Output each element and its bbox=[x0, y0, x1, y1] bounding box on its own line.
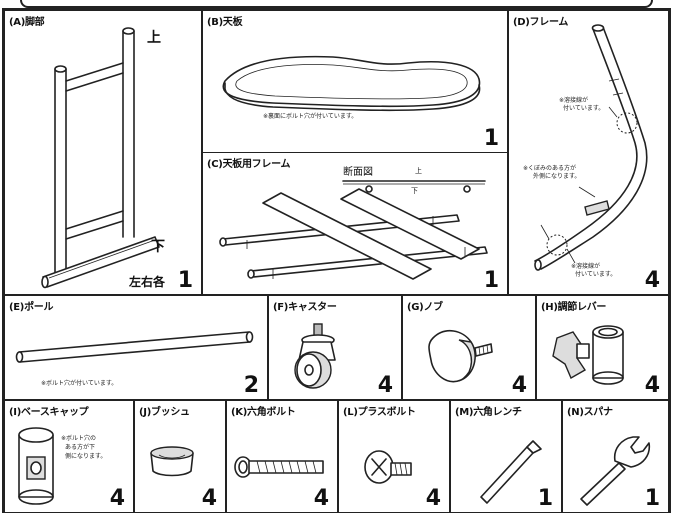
bent-frame-pipe-icon bbox=[534, 24, 648, 271]
part-b-label: (B)天板 bbox=[207, 17, 243, 28]
part-m-hex-wrench-cell: (M)六角レンチ 1 bbox=[450, 400, 562, 513]
spanner-icon bbox=[580, 436, 651, 506]
part-e-note: ※ボルト穴が付いています。 bbox=[41, 380, 118, 387]
frame-note-dent-1: ※くぼみのある方が bbox=[523, 165, 577, 172]
part-a-quantity: 1 bbox=[177, 268, 193, 293]
part-f-quantity: 4 bbox=[377, 373, 393, 398]
part-n-quantity: 1 bbox=[644, 486, 660, 511]
part-j-quantity: 4 bbox=[201, 486, 217, 511]
part-l-phillips-bolt-cell: (L)プラスボルト 4 bbox=[338, 400, 450, 513]
knob-icon bbox=[428, 330, 493, 383]
part-g-quantity: 4 bbox=[511, 373, 527, 398]
part-b-note: ※裏面にボルト穴が付いています。 bbox=[263, 113, 358, 120]
adjust-lever-icon bbox=[552, 325, 624, 385]
part-a-label: (A)脚部 bbox=[9, 17, 45, 28]
part-k-label: (K)六角ボルト bbox=[231, 407, 296, 418]
base-cap-note-3: 側になります。 bbox=[65, 453, 107, 460]
part-k-hex-bolt-cell: (K)六角ボルト 4 bbox=[226, 400, 338, 513]
tabletop-icon bbox=[222, 55, 481, 112]
part-d-label: (D)フレーム bbox=[513, 17, 569, 28]
caster-wheel-icon bbox=[294, 323, 336, 389]
part-e-quantity: 2 bbox=[243, 373, 259, 398]
part-d-frame-cell: (D)フレーム ※溶接線が 付いています。 ※くぼみのある方が 外側になります。… bbox=[508, 10, 669, 295]
section-top-mark: 上 bbox=[415, 167, 422, 175]
part-h-label: (H)調節レバー bbox=[541, 302, 607, 313]
part-l-quantity: 4 bbox=[425, 486, 441, 511]
base-cap-note-2: ある方が下 bbox=[65, 444, 96, 451]
part-c-tabletop-frame-cell: (C)天板用フレーム 断面図 上 下 1 bbox=[202, 152, 508, 295]
part-i-base-cap-cell: (I)ベースキャップ ※ボルト穴の ある方が下 側になります。 4 bbox=[4, 400, 134, 513]
part-n-spanner-cell: (N)スパナ 1 bbox=[562, 400, 669, 513]
bush-icon bbox=[150, 446, 194, 477]
base-cap-icon bbox=[18, 427, 54, 505]
part-l-label: (L)プラスボルト bbox=[343, 407, 416, 418]
frame-note-weld-top-1: ※溶接線が bbox=[559, 97, 589, 104]
frame-note-weld-low-1: ※溶接線が bbox=[571, 263, 601, 270]
part-h-quantity: 4 bbox=[644, 373, 660, 398]
pole-icon bbox=[15, 331, 254, 363]
part-k-quantity: 4 bbox=[313, 486, 329, 511]
part-c-quantity: 1 bbox=[483, 268, 499, 293]
frame-note-weld-low-2: 付いています。 bbox=[575, 271, 617, 278]
part-f-caster-cell: (F)キャスター 4 bbox=[268, 295, 402, 400]
part-b-tabletop-cell: (B)天板 ※裏面にボルト穴が付いています。 1 bbox=[202, 10, 508, 153]
frame-note-weld-top-2: 付いています。 bbox=[563, 105, 605, 112]
part-e-label: (E)ポール bbox=[9, 302, 54, 313]
part-f-label: (F)キャスター bbox=[273, 302, 337, 313]
part-j-bush-cell: (J)ブッシュ 4 bbox=[134, 400, 226, 513]
part-m-quantity: 1 bbox=[537, 486, 553, 511]
hex-bolt-icon bbox=[234, 456, 324, 478]
part-h-lever-cell: (H)調節レバー 4 bbox=[536, 295, 669, 400]
base-cap-note-1: ※ボルト穴の bbox=[61, 435, 97, 442]
part-g-knob-cell: (G)ノブ 4 bbox=[402, 295, 536, 400]
leg-bottom-mark: 下 bbox=[151, 239, 165, 255]
frame-note-dent-2: 外側になります。 bbox=[533, 173, 581, 180]
part-j-label: (J)ブッシュ bbox=[139, 407, 190, 418]
leg-frame-icon bbox=[41, 27, 160, 289]
part-n-label: (N)スパナ bbox=[567, 407, 613, 418]
part-i-quantity: 4 bbox=[109, 486, 125, 511]
part-m-label: (M)六角レンチ bbox=[455, 407, 522, 418]
part-a-leg-cell: (A)脚部 上 下 左右各 1 bbox=[4, 10, 202, 295]
leg-qty-prefix: 左右各 bbox=[129, 275, 166, 289]
part-g-label: (G)ノブ bbox=[407, 302, 443, 313]
tabletop-frame-icon bbox=[219, 180, 488, 280]
phillips-bolt-icon bbox=[364, 450, 412, 484]
leg-top-mark: 上 bbox=[147, 30, 161, 46]
part-c-label: (C)天板用フレーム bbox=[207, 159, 291, 170]
part-i-label: (I)ベースキャップ bbox=[9, 407, 89, 418]
part-b-quantity: 1 bbox=[483, 126, 499, 151]
section-view-title: 断面図 bbox=[343, 167, 373, 178]
hex-wrench-icon bbox=[480, 440, 542, 504]
part-d-quantity: 4 bbox=[644, 268, 660, 293]
header-rule bbox=[20, 0, 653, 8]
section-bottom-mark: 下 bbox=[411, 187, 418, 195]
part-e-pole-cell: (E)ポール ※ボルト穴が付いています。 2 bbox=[4, 295, 268, 400]
